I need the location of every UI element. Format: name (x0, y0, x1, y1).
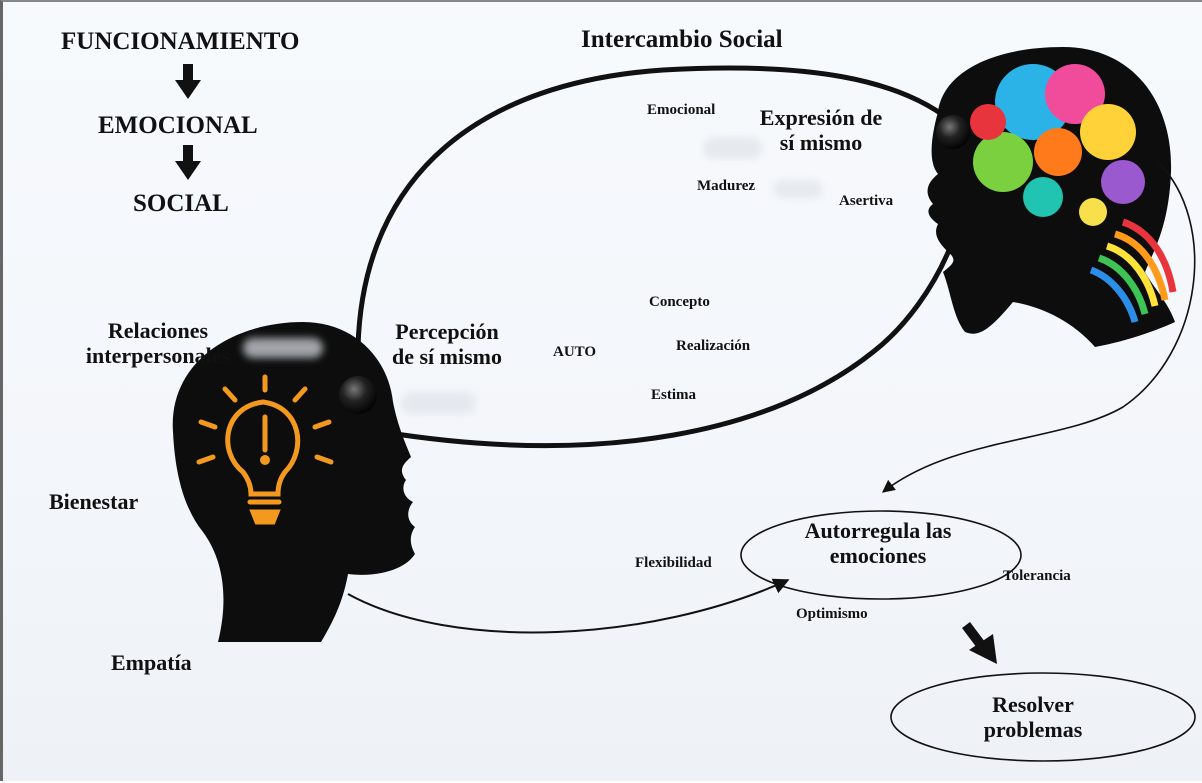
background-smudge (401, 392, 476, 414)
background-smudge (243, 338, 323, 358)
label-assertive: Asertiva (839, 193, 894, 209)
thinking-head-silhouette (172, 322, 415, 642)
empathy-label: Empatía (111, 650, 192, 675)
flow-step-social: SOCIAL (133, 190, 229, 217)
flow-step-emotional: EMOCIONAL (98, 112, 258, 139)
diagonal-arrow-icon (962, 622, 997, 664)
wellbeing-label: Bienestar (49, 489, 139, 514)
interpersonal-relations-label: Relaciones interpersonales (85, 318, 231, 369)
curved-arrow (347, 578, 790, 634)
solve-problems-ellipse (890, 672, 1196, 762)
background-smudge (703, 137, 763, 159)
flow-step-functioning: FUNCIONAMIENTO (61, 28, 300, 55)
down-arrow-icon (175, 145, 201, 180)
label-tolerance: Tolerancia (1003, 568, 1071, 584)
solve-problems-label: Resolver problemas (983, 692, 1083, 743)
down-arrow-icon (175, 64, 201, 99)
label-emotional: Emocional (647, 102, 716, 118)
label-maturity: Madurez (697, 178, 756, 194)
label-esteem: Estima (651, 387, 696, 403)
self-expression-label: Expresión de sí mismo (759, 105, 883, 156)
curved-arrow (881, 161, 1196, 493)
lightbulb-icon (196, 374, 334, 525)
self-regulation-ellipse (740, 510, 1022, 600)
label-auto: AUTO (553, 344, 597, 360)
social-exchange-title: Intercambio Social (581, 26, 783, 53)
diagram-graphics (172, 47, 1196, 762)
label-realization: Realización (676, 338, 751, 354)
label-optimism: Optimismo (796, 606, 868, 622)
background-smudge (773, 180, 823, 198)
self-perception-label: Percepción de sí mismo (392, 319, 502, 370)
self-regulation-label: Autorregula las emociones (804, 518, 952, 569)
colorful-mind-icon (927, 47, 1177, 347)
label-flexibility: Flexibilidad (635, 555, 712, 571)
label-concept: Concepto (649, 294, 710, 310)
